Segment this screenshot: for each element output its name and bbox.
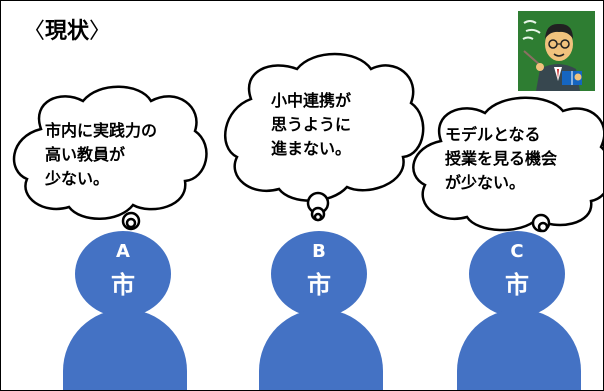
- person-a-head: A 市: [75, 231, 171, 317]
- teacher-lecturing-icon: [518, 11, 595, 91]
- slide-title: 〈現状〉: [23, 19, 112, 44]
- bubble-c-text: モデルとなる 授業を見る機会 が少ない。: [445, 125, 558, 192]
- slide-title-text: 現状: [45, 19, 90, 44]
- bubble-b-text: 小中連携が 思うように 進まない。: [271, 91, 352, 158]
- thought-bubble-a: [12, 85, 208, 231]
- person-c-head: C 市: [469, 231, 565, 317]
- person-b-head: B 市: [271, 231, 367, 317]
- thought-bubble-c: [412, 96, 603, 233]
- thought-bubble-b: [223, 52, 425, 222]
- bubble-a-text: 市内に実践力の 高い教員が 少ない。: [45, 121, 158, 188]
